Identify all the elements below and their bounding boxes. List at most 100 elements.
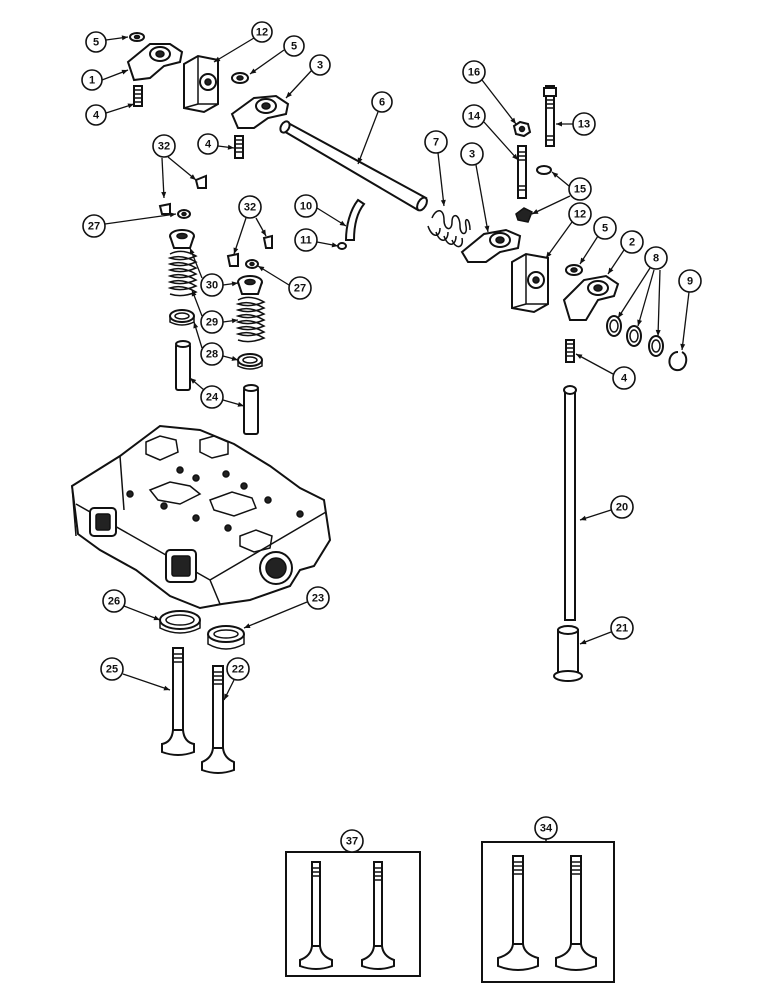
callout-number: 22 — [232, 664, 244, 676]
callout-circle — [568, 202, 592, 226]
callout-c25: 25 — [100, 657, 124, 681]
leader-line-c4c-0 — [575, 353, 614, 375]
leader-line-c5b-0 — [249, 49, 285, 75]
arrowhead-c30-1 — [189, 248, 195, 255]
arrowhead-c24-0 — [237, 401, 244, 407]
arrowhead-c16-0 — [510, 117, 516, 124]
callout-c5c: 5 — [593, 216, 617, 240]
arrowhead-c3a-0 — [286, 91, 292, 98]
callout-circle — [226, 657, 250, 681]
leader-line-c12b-0 — [545, 221, 573, 259]
arrowhead-c14-0 — [512, 153, 518, 160]
callout-circle — [309, 54, 331, 76]
callout-c15: 15 — [568, 177, 592, 201]
callout-number: 6 — [379, 97, 385, 109]
callout-number: 10 — [300, 201, 312, 213]
callout-c21: 21 — [610, 616, 634, 640]
arrowhead-c11-0 — [331, 242, 338, 248]
spring-seat-28-left — [169, 309, 195, 326]
arrowhead-c12a-0 — [214, 56, 221, 62]
leader-line-c3a-0 — [285, 69, 313, 99]
callout-c14: 14 — [462, 104, 486, 128]
callout-number: 27 — [88, 221, 100, 233]
washer-5a — [129, 32, 145, 42]
arrowhead-c29-0 — [231, 318, 238, 324]
washer-5c — [565, 264, 583, 276]
callout-number: 2 — [629, 237, 635, 249]
leader-line-c32b-0 — [233, 217, 247, 255]
arrowhead-c6-0 — [357, 157, 363, 164]
callout-number: 37 — [346, 836, 358, 848]
rocker-bracket-12b — [511, 252, 549, 314]
callout-circle — [460, 142, 484, 166]
leader-line-c6-0 — [357, 111, 379, 165]
callout-number: 23 — [312, 593, 324, 605]
arrowhead-c28-1 — [193, 322, 199, 329]
callout-circle — [294, 194, 318, 218]
callout-c3b: 3 — [460, 142, 484, 166]
callout-number: 34 — [540, 823, 553, 835]
arrowhead-c27b-0 — [258, 266, 265, 272]
leader-line-c8-1 — [637, 269, 655, 327]
callout-number: 25 — [106, 664, 118, 676]
callout-c3a: 3 — [309, 54, 331, 76]
callout-c12a: 12 — [251, 21, 273, 43]
callout-circle — [85, 31, 107, 53]
arrowhead-c3b-0 — [484, 225, 490, 232]
callout-number: 32 — [244, 202, 256, 214]
callout-c24: 24 — [200, 385, 224, 409]
callout-number: 1 — [89, 75, 95, 87]
arrowhead-c5c-0 — [580, 257, 586, 264]
leader-line-c32a-1 — [161, 157, 165, 199]
callout-circle — [568, 177, 592, 201]
valve-kit-37 — [285, 851, 421, 977]
callout-c23: 23 — [306, 586, 330, 610]
callout-number: 4 — [93, 110, 100, 122]
callout-c7: 7 — [424, 130, 448, 154]
callout-number: 20 — [616, 502, 628, 514]
callout-c20: 20 — [610, 495, 634, 519]
snap-ring-9 — [668, 351, 688, 372]
callout-number: 3 — [469, 149, 475, 161]
leader-line-c8-2 — [657, 269, 661, 337]
callout-number: 4 — [205, 139, 212, 151]
callout-circle — [306, 586, 330, 610]
leader-line-c26-0 — [123, 605, 161, 621]
callout-c1: 1 — [81, 69, 103, 91]
stud-13 — [543, 85, 557, 147]
callout-c11: 11 — [294, 228, 318, 252]
valve-spring-29-right — [235, 296, 266, 343]
callout-c5b: 5 — [283, 35, 305, 57]
callout-circle — [424, 130, 448, 154]
callout-number: 12 — [574, 209, 586, 221]
valve-kit-34 — [481, 841, 615, 983]
arrowhead-c2-0 — [608, 267, 614, 274]
stud-14 — [517, 145, 527, 199]
leader-line-c8-0 — [617, 267, 651, 319]
arrowhead-c13-0 — [556, 121, 562, 127]
callout-circle — [100, 657, 124, 681]
callout-number: 28 — [206, 349, 218, 361]
oil-line-10 — [344, 198, 366, 241]
callout-circle — [678, 269, 702, 293]
spring-retainer-30 — [237, 275, 263, 295]
leader-line-c27a-0 — [104, 213, 177, 225]
rocker-arm-3a — [230, 94, 290, 129]
arrowhead-c24-1 — [190, 378, 197, 384]
callout-c6: 6 — [371, 91, 393, 113]
arrowhead-c5b-0 — [250, 68, 257, 74]
callout-c22: 22 — [226, 657, 250, 681]
arrowhead-c27a-0 — [169, 212, 176, 218]
valve-spring-29-left — [167, 250, 198, 297]
callout-number: 7 — [433, 137, 439, 149]
callout-circle — [283, 35, 305, 57]
callout-c30: 30 — [200, 273, 224, 297]
callout-circle — [462, 104, 486, 128]
callout-circle — [340, 829, 364, 853]
leader-line-c16-0 — [481, 79, 517, 125]
callout-c4b: 4 — [197, 133, 219, 155]
arrowhead-c15-1 — [532, 209, 539, 214]
callout-circle — [288, 276, 312, 300]
callout-number: 5 — [93, 37, 99, 49]
callout-circle — [200, 385, 224, 409]
